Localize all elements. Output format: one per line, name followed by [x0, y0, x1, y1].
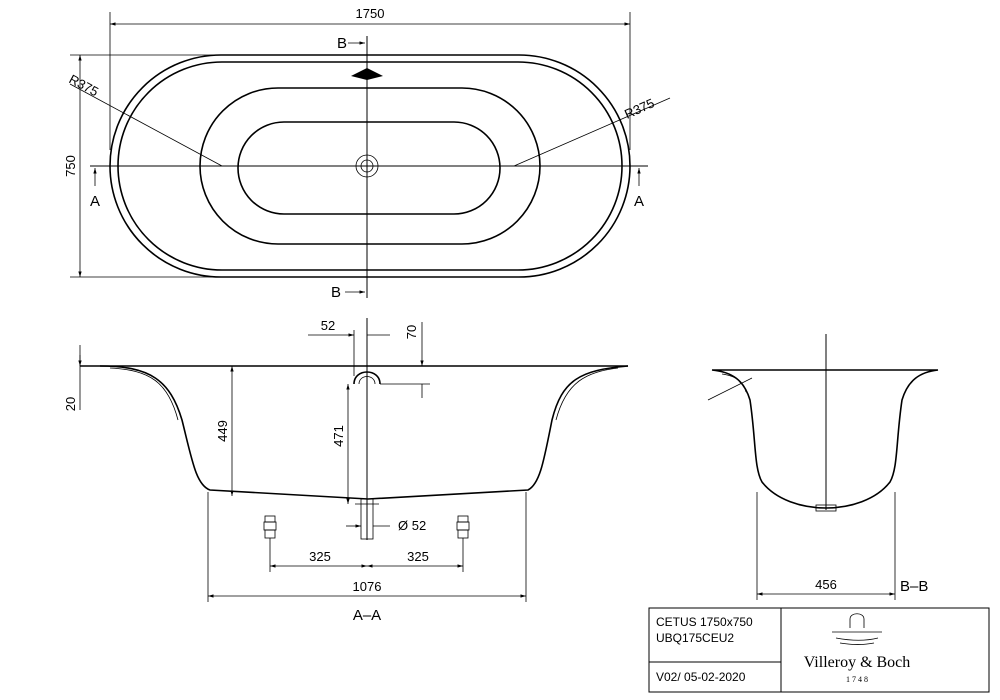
product-code: UBQ175CEU2 [656, 631, 734, 645]
drain-pipe [360, 498, 374, 540]
dim-right-325: 325 [407, 549, 429, 564]
dim-drain-471: 471 [331, 425, 346, 447]
tub-side-profile [99, 365, 629, 500]
section-a-right: A [634, 193, 644, 210]
section-b-top: B [337, 35, 347, 52]
section-a-left: A [90, 193, 100, 210]
radius-left-label: R375 [67, 71, 101, 99]
product-name: CETUS 1750x750 [656, 615, 753, 629]
title-block: CETUS 1750x750 UBQ175CEU2 V02/ 05-02-202… [648, 607, 990, 693]
section-b-bottom: B [331, 284, 341, 301]
dim-width-1750: 1750 [356, 6, 385, 21]
brand-year: 1748 [846, 675, 870, 684]
dim-height-750: 750 [63, 155, 78, 177]
top-view: R375 R375 1750 750 A A B B [63, 6, 671, 301]
radius-right-label: R375 [622, 95, 656, 121]
brand-name: Villeroy & Boch [804, 654, 911, 671]
dim-base-1076: 1076 [353, 579, 382, 594]
dim-left-325: 325 [309, 549, 331, 564]
dim-rim-20: 20 [63, 397, 78, 411]
end-drain [815, 504, 837, 512]
section-aa-label: A–A [353, 607, 381, 624]
dim-overflow-70: 70 [404, 325, 419, 339]
left-valve [263, 515, 277, 539]
end-view-section-b: 456 B–B [707, 334, 939, 600]
version-date: V02/ 05-02-2020 [656, 670, 746, 684]
tub-basin-inner [237, 121, 501, 215]
overflow-fitting [353, 371, 381, 385]
dim-drain-diameter: Ø 52 [398, 518, 426, 533]
right-valve [456, 515, 470, 539]
dim-base-456: 456 [815, 577, 837, 592]
section-bb-label: B–B [900, 578, 928, 595]
side-view-section-a: 20 449 471 52 70 Ø 52 325 325 1076 A [63, 318, 629, 624]
brand-logo-icon [832, 613, 882, 645]
tub-end-profile [711, 369, 939, 509]
dim-depth-449: 449 [215, 420, 230, 442]
dim-overflow-52: 52 [321, 318, 335, 333]
